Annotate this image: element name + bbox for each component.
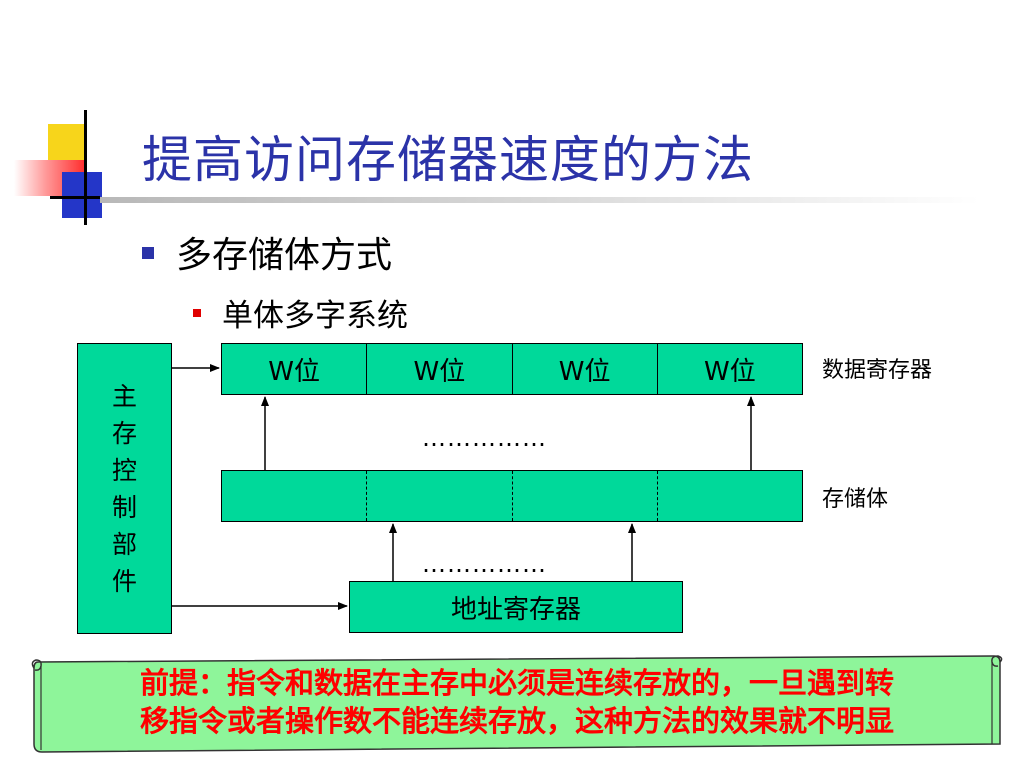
note-line-2: 移指令或者操作数不能连续存放，这种方法的效果就不明显 xyxy=(139,704,894,738)
bullet-square-red xyxy=(193,309,201,317)
bullet-square-blue xyxy=(142,247,154,259)
memory-bank-box xyxy=(221,470,803,522)
note-line-1: 前提：指令和数据在主存中必须是连续存放的，一旦遇到转 xyxy=(139,666,894,700)
decoration-vertical-line xyxy=(84,110,87,225)
data-register-cell: W位 xyxy=(513,344,658,394)
memory-bank-segment xyxy=(367,471,513,521)
controller-char: 主 xyxy=(111,381,137,411)
ellipsis-lower: …………… xyxy=(422,550,547,578)
controller-char: 件 xyxy=(111,566,137,596)
memory-bank-segment xyxy=(658,471,802,521)
data-register-cell: W位 xyxy=(704,356,756,387)
address-register-box: 地址寄存器 xyxy=(349,581,683,633)
controller-char: 存 xyxy=(111,418,137,448)
bullet-level2-text: 单体多字系统 xyxy=(222,298,408,334)
decoration-blue-square xyxy=(62,172,102,218)
ellipsis-upper: …………… xyxy=(422,424,547,452)
memory-bank-segment xyxy=(222,471,368,521)
controller-char: 控 xyxy=(111,455,137,485)
note-text: 前提：指令和数据在主存中必须是连续存放的，一旦遇到转 移指令或者操作数不能连续存… xyxy=(42,664,992,740)
data-register-cell: W位 xyxy=(222,344,368,394)
decoration-yellow-square xyxy=(48,124,84,164)
data-register-box: W位 W位 W位 W位 xyxy=(221,343,803,395)
main-memory-controller-box: 主 存 控 制 部 件 xyxy=(77,343,172,634)
controller-char: 部 xyxy=(111,529,137,559)
data-register-label: 数据寄存器 xyxy=(822,358,933,383)
bullet-level1-text: 多存储体方式 xyxy=(176,235,393,276)
note-scroll-banner xyxy=(31,655,1003,753)
controller-char: 制 xyxy=(111,492,137,522)
memory-bank-label: 存储体 xyxy=(822,487,889,512)
slide-title: 提高访问存储器速度的方法 xyxy=(142,131,754,189)
data-register-cell: W位 xyxy=(367,344,513,394)
decoration-horizontal-line xyxy=(50,196,100,199)
memory-bank-segment xyxy=(513,471,658,521)
title-underline xyxy=(100,197,980,203)
